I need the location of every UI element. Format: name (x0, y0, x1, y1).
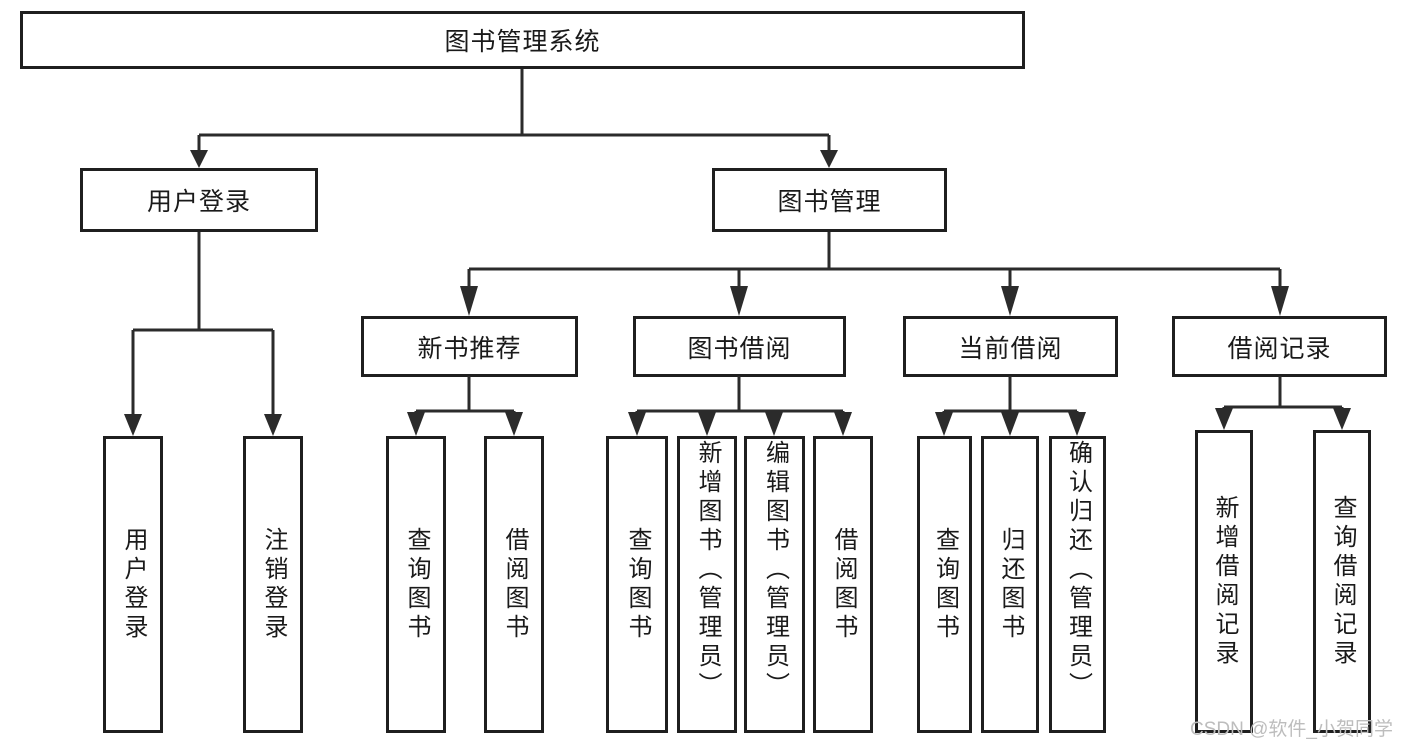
arrow-head-book-borrow-to-leaf4 (834, 412, 852, 436)
node-box-current-borrow[interactable] (903, 316, 1118, 377)
arrow-head-book-mgmt-to-book-borrow (730, 286, 748, 316)
node-box-leaf-confirm-return-admin[interactable] (1049, 436, 1106, 733)
arrow-head-book-mgmt-to-current-borrow (1001, 286, 1019, 316)
arrow-head-book-borrow-to-leaf2 (698, 412, 716, 436)
arrow-head-current-borrow-to-leaf2 (1001, 412, 1019, 436)
node-box-leaf-query-book-borrow[interactable] (606, 436, 668, 733)
arrow-head-current-borrow-to-leaf3 (1068, 412, 1086, 436)
node-box-leaf-add-borrow-record[interactable] (1195, 430, 1253, 733)
arrow-head-book-borrow-to-leaf1 (628, 412, 646, 436)
arrow-head-user-login-to-leaf2 (264, 414, 282, 436)
node-box-leaf-return-book[interactable] (981, 436, 1039, 733)
node-box-leaf-edit-book-admin[interactable] (744, 436, 805, 733)
node-box-leaf-query-borrow-record[interactable] (1313, 430, 1371, 733)
node-box-leaf-borrow-book-recommend[interactable] (484, 436, 544, 733)
arrow-head-root-to-book-mgmt (820, 150, 838, 168)
arrow-head-new-book-to-leaf1 (407, 412, 425, 436)
arrow-head-borrow-record-to-leaf2 (1333, 408, 1351, 430)
node-box-root[interactable] (20, 11, 1025, 69)
arrow-head-new-book-to-leaf2 (505, 412, 523, 436)
arrow-head-book-borrow-to-leaf3 (765, 412, 783, 436)
node-box-leaf-user-login[interactable] (103, 436, 163, 733)
arrow-head-book-mgmt-to-borrow-record (1271, 286, 1289, 316)
node-box-borrow-record[interactable] (1172, 316, 1387, 377)
node-box-book-borrow[interactable] (633, 316, 846, 377)
node-box-leaf-query-book-current[interactable] (917, 436, 972, 733)
node-box-leaf-logout-login[interactable] (243, 436, 303, 733)
node-box-leaf-borrow-book[interactable] (813, 436, 873, 733)
arrow-head-root-to-user-login (190, 150, 208, 168)
node-box-user-login[interactable] (80, 168, 318, 232)
node-box-new-book-recommend[interactable] (361, 316, 578, 377)
arrow-head-current-borrow-to-leaf1 (935, 412, 953, 436)
arrow-head-borrow-record-to-leaf1 (1215, 408, 1233, 430)
arrow-head-book-mgmt-to-new-book (460, 286, 478, 316)
arrow-head-user-login-to-leaf1 (124, 414, 142, 436)
node-box-leaf-query-book-recommend[interactable] (386, 436, 446, 733)
node-box-leaf-add-book-admin[interactable] (677, 436, 737, 733)
node-box-book-management[interactable] (712, 168, 947, 232)
